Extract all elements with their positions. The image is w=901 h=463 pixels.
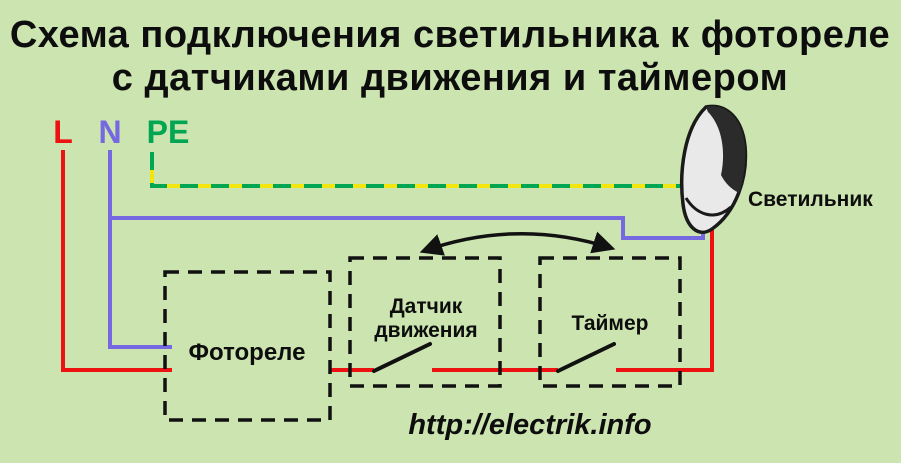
sensor-timer-link-arrow — [419, 231, 616, 256]
motion-sensor-label-line2: движения — [374, 319, 477, 342]
lamp-label: Светильник — [748, 188, 873, 211]
motion-sensor-label-line1: Датчик — [390, 295, 463, 318]
terminal-label-n: N — [98, 114, 121, 150]
terminal-label-l: L — [53, 114, 73, 150]
lamp-dark-shade — [706, 106, 746, 193]
timer-label: Таймер — [572, 312, 649, 335]
terminal-label-pe: PE — [147, 114, 190, 150]
pe-wire-green-dashes — [150, 152, 688, 188]
l-wire-to-photorelay — [61, 150, 172, 372]
timer-switch-contact — [556, 342, 616, 373]
site-watermark: http://electrik.info — [408, 409, 651, 441]
n-wire-to-photorelay — [108, 150, 172, 349]
timer-box — [538, 256, 682, 388]
photorelay-box — [163, 270, 332, 422]
diagram-title-line1: Схема подключения светильника к фотореле — [10, 14, 890, 56]
l-wire-timer-to-lamp — [616, 226, 714, 372]
photorelay-label: Фотореле — [189, 339, 306, 366]
motion-sensor-switch-contact — [372, 342, 432, 373]
lamp-bowl-line — [684, 197, 732, 217]
diagram-title-line2: с датчиками движения и таймером — [112, 57, 788, 99]
motion-sensor-box — [348, 256, 502, 388]
lamp-icon — [680, 104, 748, 234]
